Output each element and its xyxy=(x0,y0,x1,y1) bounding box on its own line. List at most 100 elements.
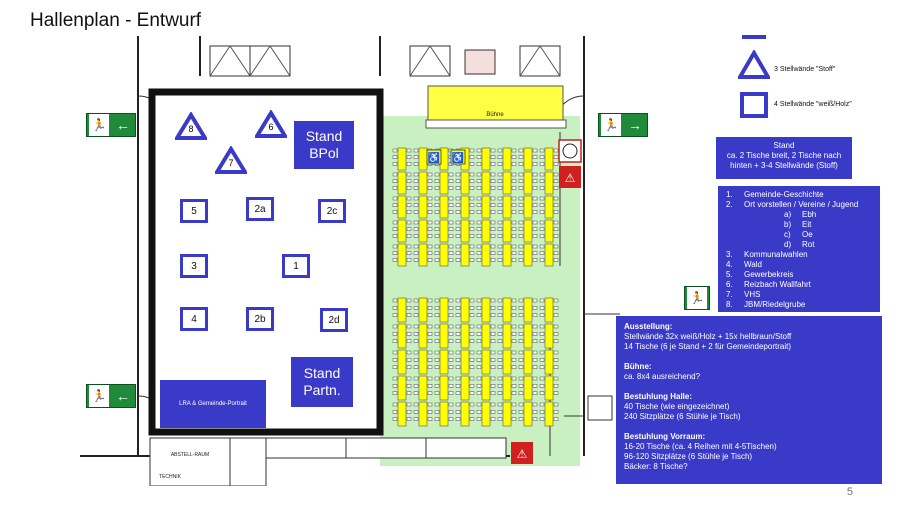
chair xyxy=(532,298,538,303)
chair xyxy=(553,402,559,407)
chair xyxy=(427,391,433,395)
chair xyxy=(448,332,454,336)
table xyxy=(481,195,491,219)
chair xyxy=(532,148,538,153)
list-item: 7.VHS xyxy=(726,290,761,299)
chair xyxy=(511,210,517,214)
chair xyxy=(511,196,517,201)
chair xyxy=(406,313,412,317)
chair xyxy=(448,203,454,207)
chair xyxy=(490,172,496,177)
chair xyxy=(455,332,461,336)
chair xyxy=(539,384,545,388)
table xyxy=(418,349,428,375)
chair xyxy=(511,313,517,317)
chair xyxy=(434,258,440,262)
info-vorraum-line1: 16-20 Tische (ca. 4 Reihen mit 4-5Tische… xyxy=(624,442,777,451)
chair xyxy=(490,365,496,369)
chair xyxy=(406,332,412,336)
chair xyxy=(518,306,524,310)
table xyxy=(397,243,407,267)
chair xyxy=(448,339,454,343)
stand-square-2c: 2c xyxy=(318,199,346,223)
chair xyxy=(518,376,524,381)
table xyxy=(439,195,449,219)
chair xyxy=(392,172,398,177)
info-halle-line1: 40 Tische (wie eingezeichnet) xyxy=(624,402,730,411)
chair xyxy=(406,350,412,355)
chair xyxy=(434,244,440,249)
chair xyxy=(434,220,440,225)
chair xyxy=(490,358,496,362)
chair xyxy=(434,332,440,336)
chair xyxy=(448,220,454,225)
chair xyxy=(392,324,398,329)
chair xyxy=(553,298,559,303)
exit-sign-icon: 🏃 xyxy=(601,114,621,136)
chair xyxy=(532,203,538,207)
table xyxy=(439,349,449,375)
chair xyxy=(406,251,412,255)
chair xyxy=(553,220,559,225)
chair xyxy=(392,332,398,336)
chair xyxy=(448,227,454,231)
chair xyxy=(406,196,412,201)
chair xyxy=(497,220,503,225)
table xyxy=(439,375,449,401)
table xyxy=(544,375,554,401)
chair xyxy=(406,234,412,238)
chair xyxy=(532,306,538,310)
chair xyxy=(427,172,433,177)
chair xyxy=(434,358,440,362)
chair xyxy=(497,313,503,317)
chair xyxy=(553,196,559,201)
chair xyxy=(532,402,538,407)
chair xyxy=(490,306,496,310)
chair xyxy=(497,251,503,255)
chair xyxy=(448,313,454,317)
chair xyxy=(553,358,559,362)
chair xyxy=(406,172,412,177)
chair xyxy=(455,244,461,249)
table xyxy=(460,219,470,243)
chair xyxy=(497,244,503,249)
chair xyxy=(469,258,475,262)
chair xyxy=(469,376,475,381)
list-item: 8.JBM/Riedelgrube xyxy=(726,300,806,309)
chair xyxy=(413,410,419,414)
chair xyxy=(539,179,545,183)
table xyxy=(502,297,512,323)
chair xyxy=(553,162,559,166)
chair xyxy=(392,179,398,183)
table xyxy=(523,401,533,427)
chair xyxy=(497,339,503,343)
chair xyxy=(497,234,503,238)
chair xyxy=(413,324,419,329)
chair xyxy=(539,172,545,177)
chair xyxy=(413,162,419,166)
chair xyxy=(497,324,503,329)
chair xyxy=(553,210,559,214)
chair xyxy=(434,196,440,201)
chair xyxy=(413,234,419,238)
chair xyxy=(532,339,538,343)
chair xyxy=(448,350,454,355)
chair xyxy=(553,350,559,355)
chair xyxy=(469,417,475,421)
chair xyxy=(434,365,440,369)
chair xyxy=(413,186,419,190)
chair xyxy=(518,298,524,303)
chair xyxy=(532,227,538,231)
chair xyxy=(490,210,496,214)
chair xyxy=(392,365,398,369)
chair xyxy=(511,324,517,329)
chair xyxy=(469,196,475,201)
table xyxy=(460,401,470,427)
table xyxy=(439,297,449,323)
chair xyxy=(427,210,433,214)
chair xyxy=(455,402,461,407)
chair xyxy=(497,402,503,407)
table xyxy=(502,401,512,427)
table xyxy=(481,219,491,243)
chair xyxy=(448,251,454,255)
